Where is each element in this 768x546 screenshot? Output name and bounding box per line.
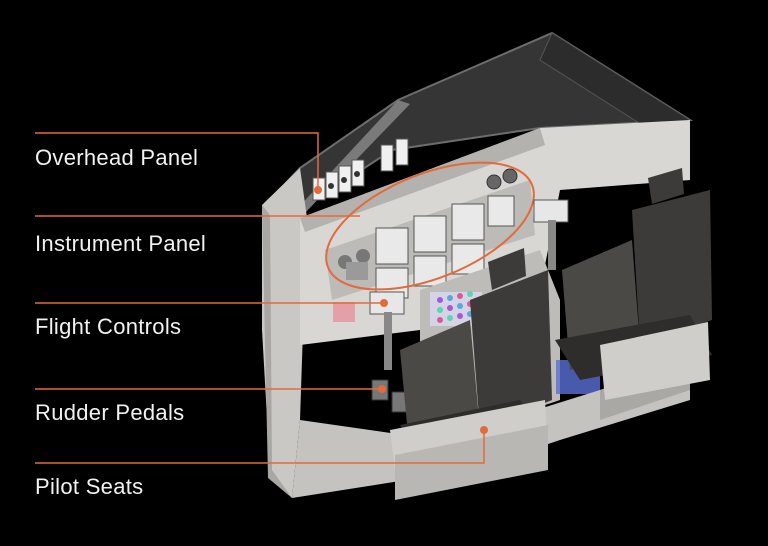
- label-rudder-pedals: Rudder Pedals: [35, 400, 185, 425]
- label-pilot-seats: Pilot Seats: [35, 474, 144, 499]
- shell-left-edge: [262, 205, 292, 498]
- label-flight-controls: Flight Controls: [35, 314, 182, 339]
- overhead-panel: [312, 138, 409, 201]
- instrument-panel-highlight: [325, 161, 535, 291]
- yoke-right: [533, 199, 569, 270]
- label-overhead-panel: Overhead Panel: [35, 145, 199, 170]
- leader-seats: [35, 430, 485, 464]
- pilot-seat-right: [555, 168, 712, 400]
- left-warning-panel: [333, 302, 355, 322]
- rudder-pedals-left: [371, 379, 409, 413]
- instrument-panel-displays: [325, 168, 535, 300]
- leader-lines: [35, 132, 488, 464]
- shell-left-wall: [262, 168, 308, 498]
- label-instrument-panel: Instrument Panel: [35, 231, 207, 256]
- pilot-seat-left: [390, 248, 552, 500]
- leader-overhead: [35, 132, 319, 190]
